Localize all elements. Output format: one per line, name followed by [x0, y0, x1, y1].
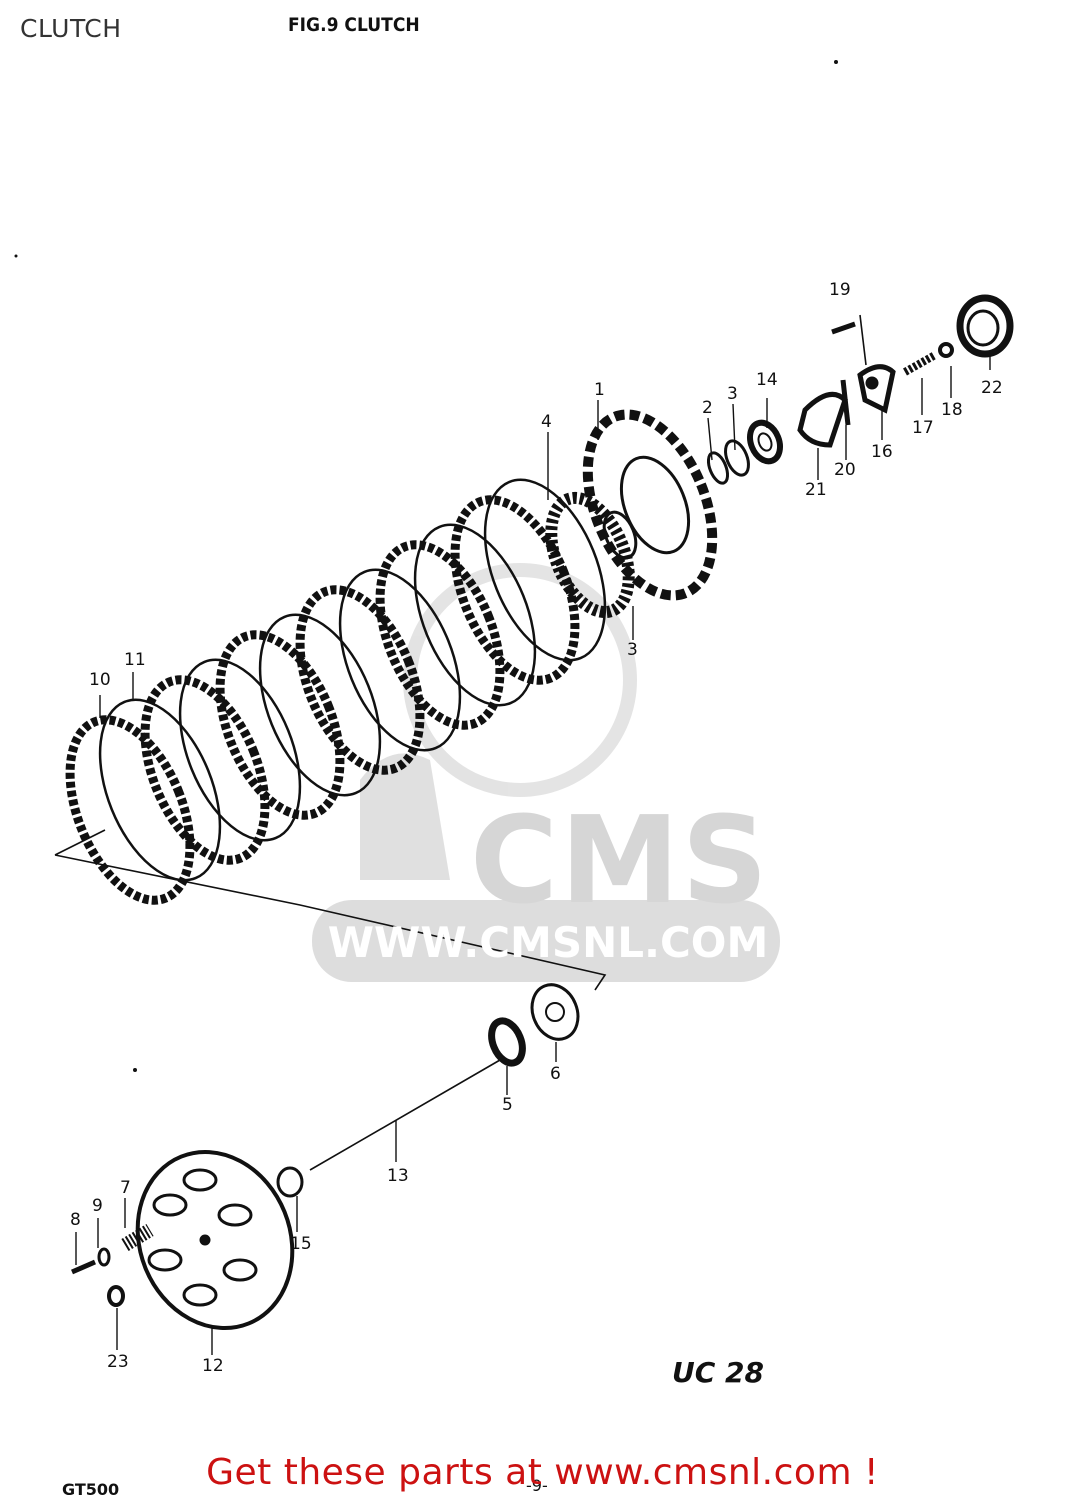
watermark-logo-figure: [360, 753, 450, 880]
screw-19: [831, 321, 856, 335]
friction-plate: [295, 585, 425, 775]
diagram-code: UC 28: [672, 1356, 764, 1389]
friction-plate-10: [65, 715, 195, 905]
lock-washer-6: [530, 983, 580, 1041]
watermark-brand: CMS: [470, 792, 770, 931]
callout-3: 3: [727, 384, 738, 404]
callout-18: 18: [941, 400, 963, 420]
friction-plate: [450, 495, 580, 685]
spring-7: [121, 1223, 154, 1252]
release-rack-15: [276, 1166, 304, 1198]
callout-19: 19: [829, 280, 851, 300]
bearing-5: [488, 1017, 526, 1067]
margin-marks: [14, 60, 838, 1072]
oil-seal-22: [956, 294, 1014, 358]
friction-plate: [375, 540, 505, 730]
clutch-housing-1: [582, 409, 718, 601]
alignment-lines: [54, 314, 867, 1171]
callout-2: 2: [702, 398, 713, 418]
steel-plate-11: [98, 698, 222, 882]
friction-plate: [215, 630, 345, 820]
watermark: [312, 563, 780, 982]
callout-11: 11: [124, 650, 146, 670]
page-number: -9-: [526, 1476, 548, 1495]
callout-13: 13: [387, 1166, 409, 1186]
screw-8: [71, 1259, 96, 1275]
washer-23: [107, 1285, 125, 1307]
callout-8: 8: [70, 1210, 81, 1230]
adjust-screw-17: [903, 351, 937, 376]
callout-20: 20: [834, 460, 856, 480]
steel-plate: [338, 568, 462, 752]
watermark-banner: [312, 900, 780, 982]
friction-plate: [140, 675, 270, 865]
callout-21: 21: [805, 480, 827, 500]
pin-20: [840, 379, 851, 426]
promo-link[interactable]: Get these parts at www.cmsnl.com !: [206, 1452, 879, 1493]
callout-23: 23: [107, 1352, 129, 1372]
washer-9: [97, 1247, 111, 1267]
callout-17: 17: [912, 418, 934, 438]
leader-19: [859, 314, 867, 366]
bearing-14: [747, 419, 783, 465]
leader-lines: [75, 356, 991, 1355]
figure-title: FIG.9 CLUTCH: [288, 14, 420, 36]
release-arm-16: [857, 364, 896, 414]
callout-12: 12: [202, 1356, 224, 1376]
steel-plate: [178, 658, 302, 842]
nut-18: [938, 342, 954, 358]
watermark-url: WWW.CMSNL.COM: [327, 918, 769, 967]
washer-3: [724, 439, 750, 477]
callout-14: 14: [756, 370, 778, 390]
callout-4: 4: [541, 412, 552, 432]
model-label: GT500: [62, 1480, 120, 1499]
steel-plate: [413, 523, 537, 707]
callout-16: 16: [871, 442, 893, 462]
pushrod-line-13: [309, 1059, 501, 1171]
clutch-plate-stack: [65, 478, 607, 905]
callout-9: 9: [92, 1196, 103, 1216]
pressure-plate-12: [135, 1149, 295, 1331]
release-cam-21: [797, 391, 848, 448]
steel-plate: [483, 478, 607, 662]
callout-22: 22: [981, 378, 1003, 398]
steel-plate: [258, 613, 382, 797]
callout-15: 15: [290, 1234, 312, 1254]
callout-6: 6: [550, 1064, 561, 1084]
callout-7: 7: [120, 1178, 131, 1198]
callout-10: 10: [89, 670, 111, 690]
callout-5: 5: [502, 1095, 513, 1115]
callout-3: 3: [627, 640, 638, 660]
callout-1: 1: [594, 380, 605, 400]
page-label: CLUTCH: [20, 14, 122, 43]
